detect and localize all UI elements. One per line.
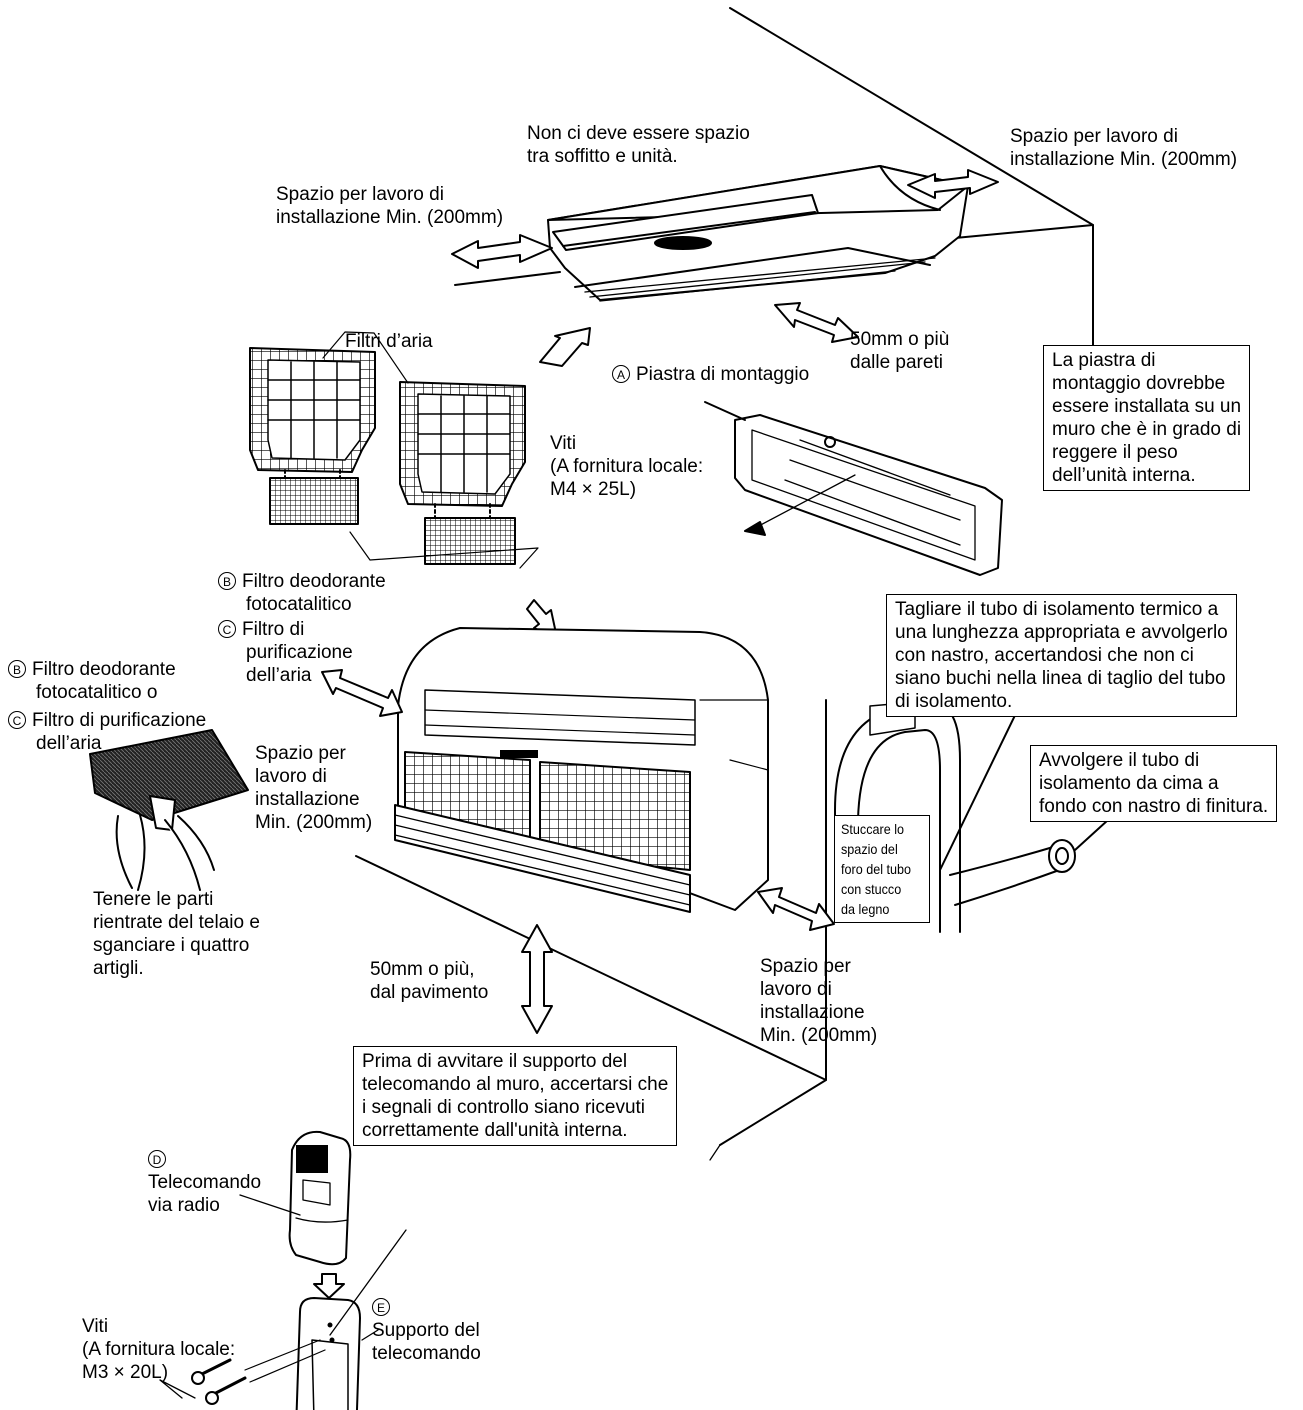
marker-b-left: B xyxy=(8,660,26,678)
label-screws-m4: Viti(A fornitura locale:M4 × 25L) xyxy=(550,433,704,500)
marker-c-left: C xyxy=(8,711,26,729)
indoor-unit xyxy=(394,627,769,913)
note-insulation: Tagliare il tubo di isolamento termico a… xyxy=(886,594,1237,717)
label-filters: Filtri d’aria xyxy=(345,331,433,352)
marker-d: D xyxy=(148,1150,166,1168)
label-floor-50: 50mm o più,dal pavimento xyxy=(370,959,489,1003)
ceiling-unit xyxy=(547,165,969,302)
air-filter-right xyxy=(399,381,526,565)
room-lines xyxy=(355,7,1094,1146)
remote-holder xyxy=(295,1144,721,1410)
label-screws-m3: Viti(A fornitura locale:M3 × 20L) xyxy=(82,1316,236,1383)
mounting-plate xyxy=(704,401,1003,576)
air-filter-left xyxy=(249,347,376,525)
filter-in-hands xyxy=(89,729,249,891)
marker-c: C xyxy=(218,620,236,638)
marker-a: A xyxy=(612,365,630,383)
screws xyxy=(159,1339,326,1405)
arrow-icon xyxy=(313,1273,345,1299)
double-arrow-icon xyxy=(321,669,835,1034)
remote-controller xyxy=(239,1130,352,1266)
marker-b: B xyxy=(218,572,236,590)
marker-e: E xyxy=(372,1298,390,1316)
